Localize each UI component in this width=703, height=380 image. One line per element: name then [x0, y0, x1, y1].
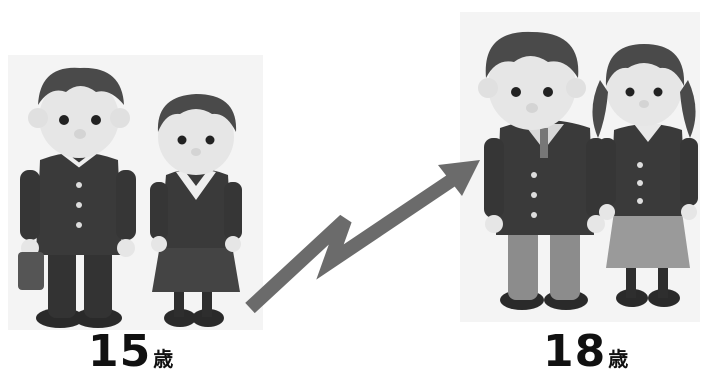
boy-18-hair	[485, 31, 579, 78]
girl-15-figure	[150, 94, 242, 327]
age-number-18: 18	[543, 326, 607, 377]
girl-18-figure	[592, 44, 698, 307]
school-bag	[18, 252, 44, 290]
boy-18-figure	[478, 31, 606, 310]
age-number-15: 15	[88, 326, 152, 377]
boy-15-hair	[38, 67, 124, 105]
boy-15-figure	[18, 67, 136, 328]
girl-18-hair	[605, 44, 685, 86]
girl-15-hair	[157, 94, 237, 132]
age-unit-15: 歳	[153, 347, 174, 371]
age-unit-18: 歳	[608, 347, 629, 371]
growth-arrow	[245, 160, 480, 314]
